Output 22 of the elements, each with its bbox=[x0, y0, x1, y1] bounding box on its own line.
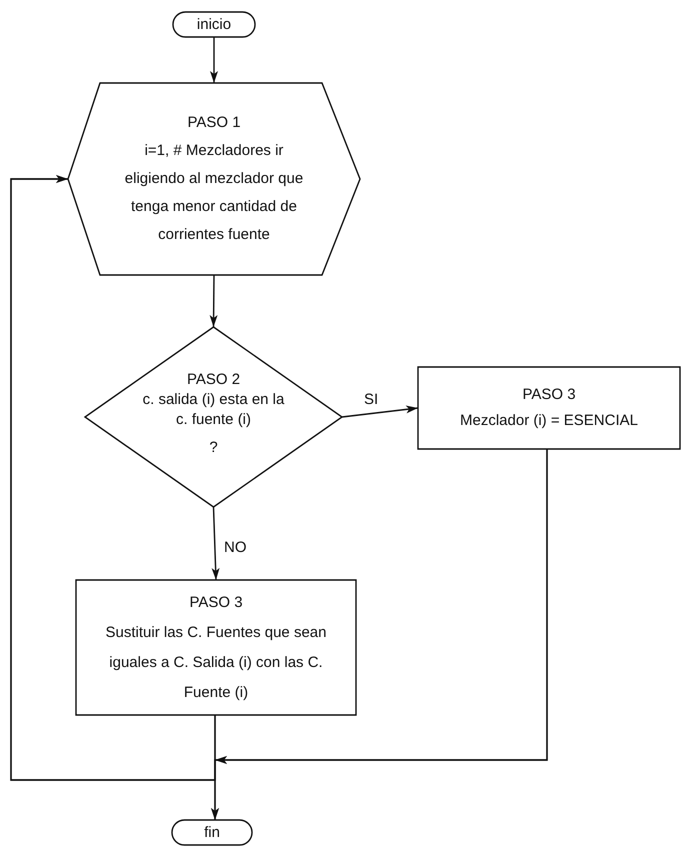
step-text: Sustituir las C. Fuentes que sean iguales a C. Salida (i) con las C. Fuente (i) bbox=[105, 622, 327, 702]
step-title: PASO 2 bbox=[186, 370, 240, 390]
decision-diamond bbox=[85, 327, 342, 507]
step-text: Mezclador (i) = ESENCIAL bbox=[460, 411, 638, 431]
terminator-text: inicio bbox=[196, 14, 232, 34]
step-text: i=1, # Mezcladores ir eligiendo al mezclador que tenga menor cantidad de corrientes fuente bbox=[124, 141, 304, 245]
terminator-text: fin bbox=[204, 822, 220, 842]
arrow bbox=[342, 405, 418, 418]
step-text: c. salida (i) esta en la c. fuente (i) bbox=[142, 390, 286, 430]
terminator-pill bbox=[173, 12, 255, 37]
process-hexagon bbox=[68, 83, 360, 275]
arrow bbox=[211, 449, 548, 820]
step-title: PASO 3 bbox=[189, 592, 243, 612]
arrow bbox=[210, 37, 218, 83]
step-title: PASO 1 bbox=[187, 113, 241, 133]
terminator-pill bbox=[172, 820, 252, 845]
arrow bbox=[212, 506, 220, 580]
process-box bbox=[76, 580, 356, 715]
step-title: PASO 3 bbox=[522, 385, 576, 405]
arrow bbox=[210, 275, 218, 327]
question-mark: ? bbox=[209, 438, 218, 458]
process-box bbox=[418, 367, 680, 449]
